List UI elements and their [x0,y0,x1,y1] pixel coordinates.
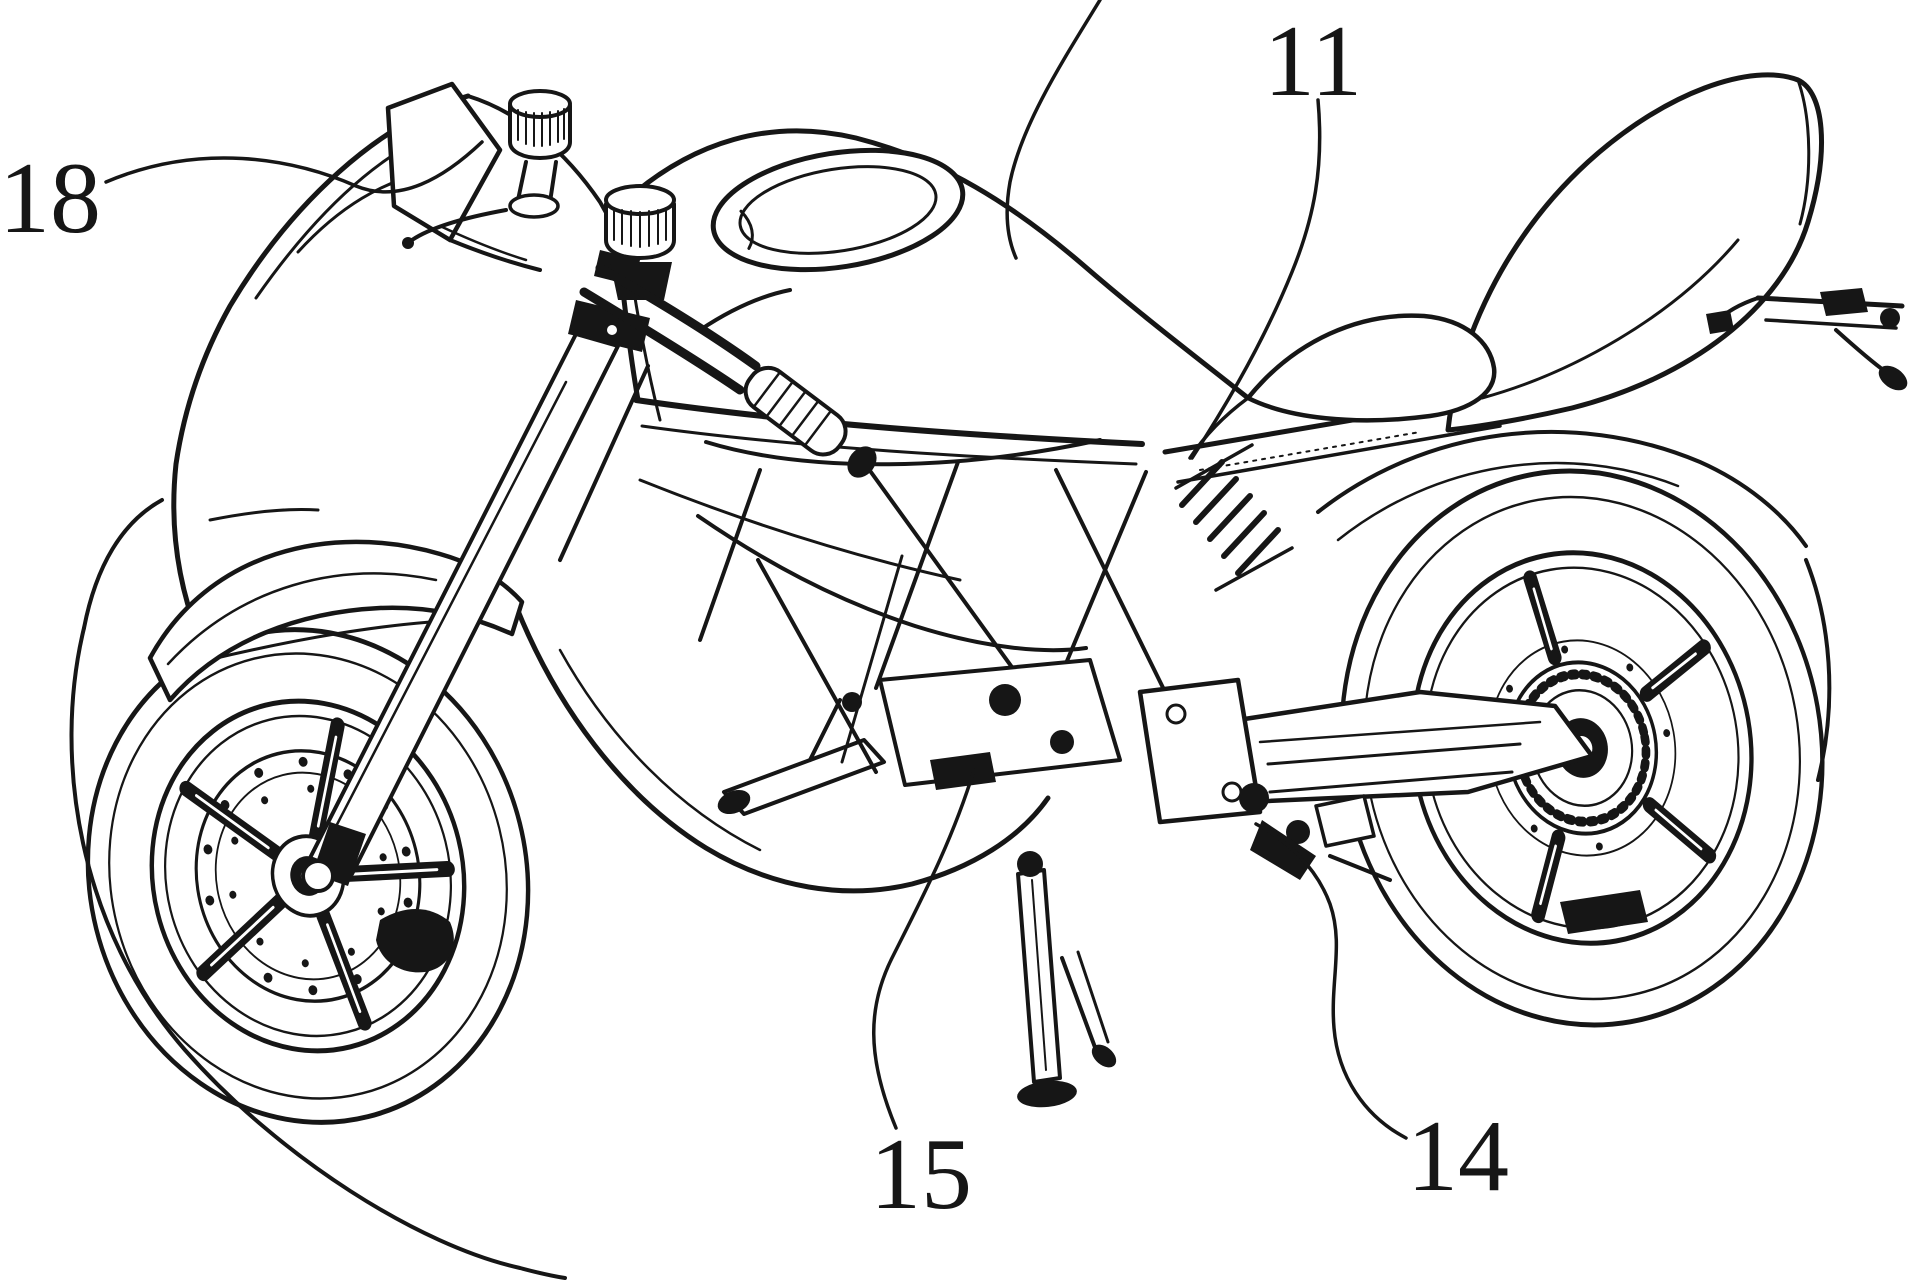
front-tire-sidewall-arc [69,626,567,1280]
throttle-grip [743,365,848,457]
brake-lever [410,208,508,242]
fuel-tank-top [619,128,1251,401]
rear-hugger-inner [1336,461,1680,542]
front-footpeg-assembly [717,692,886,816]
pivot-bolt-upper [1165,703,1187,725]
front-end [147,250,650,893]
headlight-slit [208,507,320,522]
leader-line-18 [104,140,484,194]
rear-hugger-outer [1316,429,1808,548]
leader-line-15 [872,768,976,1130]
tail-cowl [1445,72,1824,433]
front-brake-caliper [376,908,454,973]
ref-label-18: 18 [0,142,101,255]
side-panel-edge [696,514,1088,653]
ref-label-15: 15 [870,1118,972,1231]
swingarm-crease [1258,720,1542,744]
fuel-tank-bottom [704,438,1102,467]
main-frame-spar [633,397,1145,447]
kickstand-leg-crease [1031,879,1047,1071]
subframe-dotted-texture [1199,431,1421,471]
tail-cowl-crease [1480,238,1740,400]
front-wheel [69,498,567,1280]
handlebar-controls [402,89,877,478]
clamp-bolt [607,325,617,335]
frame-and-engine [615,245,1502,882]
subframe-lower [1176,424,1502,484]
belly-pan-crease [558,648,762,852]
fork-leg-rear [558,364,650,562]
kickstand [1016,851,1117,1108]
belly-pan-outline [513,603,1051,894]
front-fender-crease [166,572,438,666]
side-duct-edge-a [756,558,878,774]
drive-belt-lower [1268,770,1514,794]
front-tire-sidewall-top [82,498,164,630]
rear-shock-spring [1174,443,1294,592]
front-disc-inner-holes [229,784,387,968]
handlebar-tube-b [579,287,745,395]
front-spokes [179,717,455,1031]
stand-stay-b [1076,950,1110,1044]
stand-stay-a [1060,956,1098,1052]
lever-tip [402,237,414,249]
footpeg-tip [717,789,751,815]
motor-case [878,658,1122,787]
front-axle-nut [301,859,335,893]
tail-tip-edge [1796,78,1811,226]
leader-line-top-cropped [1005,0,1102,260]
rear-brake-linkage-cluster [1239,783,1392,882]
kickstand-foot [1017,1080,1077,1108]
reservoir-cap-right [604,184,676,300]
front-rim-outline [149,698,467,1054]
panel-split-line [638,478,962,582]
mirror-stalk-inner [438,224,528,262]
front-fairing-outline [171,93,471,643]
pivot-bolt-lower [1221,781,1243,803]
stand-stay-foot [1091,1044,1117,1068]
drive-belt-upper [1266,742,1522,766]
motor-boss [989,684,1021,716]
front-rim-inner-lip [164,714,452,1038]
fork-leg-crease [328,380,568,840]
license-bracket-assembly [1706,288,1908,391]
clip-on-bar [698,288,792,332]
kickstand-pivot [1017,851,1043,877]
motor-bolt [1050,730,1074,754]
front-brake-disc [194,749,422,1003]
leader-line-14 [1254,822,1408,1140]
rear-tire-sidewall-arc [1804,558,1832,782]
front-disc-inner [214,771,402,981]
axle-adjuster-block [1560,890,1648,934]
reservoir-cap-left [508,89,572,219]
front-fender [147,539,525,703]
tank-filler-cap [710,147,966,273]
footpeg-hanger [808,698,842,762]
side-duct-edge-b [840,554,904,764]
motor-mount-block [930,752,996,790]
main-frame-spar-lower [640,424,1138,466]
handlebar-tube-a [595,263,761,371]
ref-label-14: 14 [1407,1100,1509,1213]
reference-annotations: 18 11 15 14 [0,0,1509,1231]
front-tire-inner-edge [108,652,508,1100]
swingarm [1235,429,1808,805]
bodywork [171,72,1908,894]
mirror-stalk [448,238,542,272]
bar-end-weight [847,446,877,478]
leader-line-11 [1190,98,1322,460]
ref-label-11: 11 [1264,5,1362,118]
seat [1245,313,1497,423]
